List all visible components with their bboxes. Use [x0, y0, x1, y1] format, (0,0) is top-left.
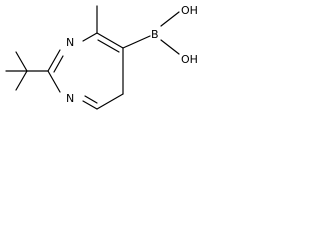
bond-boron-oh-lower	[160, 39, 180, 55]
bond-c4-c5-inner	[97, 39, 120, 53]
skeletal-structure: N N B OH OH	[5, 4, 198, 110]
atom-label-n-upper: N	[66, 36, 74, 49]
pyrimidine-ring	[47, 32, 124, 110]
structure-canvas: N N B OH OH	[0, 0, 240, 115]
bond-quaternary-to-methyl-down	[15, 70, 28, 91]
bond-c2-n-upper-inner	[53, 55, 64, 73]
bond-c2-n-lower	[47, 70, 61, 93]
bond-quaternary-to-methyl-up	[15, 51, 28, 72]
bond-n-lower-c6-inner	[84, 95, 98, 104]
bond-c6-ring	[96, 93, 124, 110]
atom-label-oh-lower: OH	[181, 53, 198, 66]
bond-n-upper-c4	[82, 32, 98, 42]
atom-label-boron: B	[151, 28, 159, 41]
atom-label-n-lower: N	[66, 92, 74, 105]
boronic-acid-group	[122, 11, 180, 55]
bond-c5-boron	[122, 35, 151, 49]
bond-n-lower-c6	[82, 100, 98, 110]
tert-butyl-group	[5, 51, 49, 91]
bond-c4-c5	[96, 32, 124, 49]
atom-label-oh-upper: OH	[181, 4, 198, 17]
bond-c2-n-upper	[47, 49, 61, 72]
bond-boron-oh-upper	[160, 11, 180, 27]
